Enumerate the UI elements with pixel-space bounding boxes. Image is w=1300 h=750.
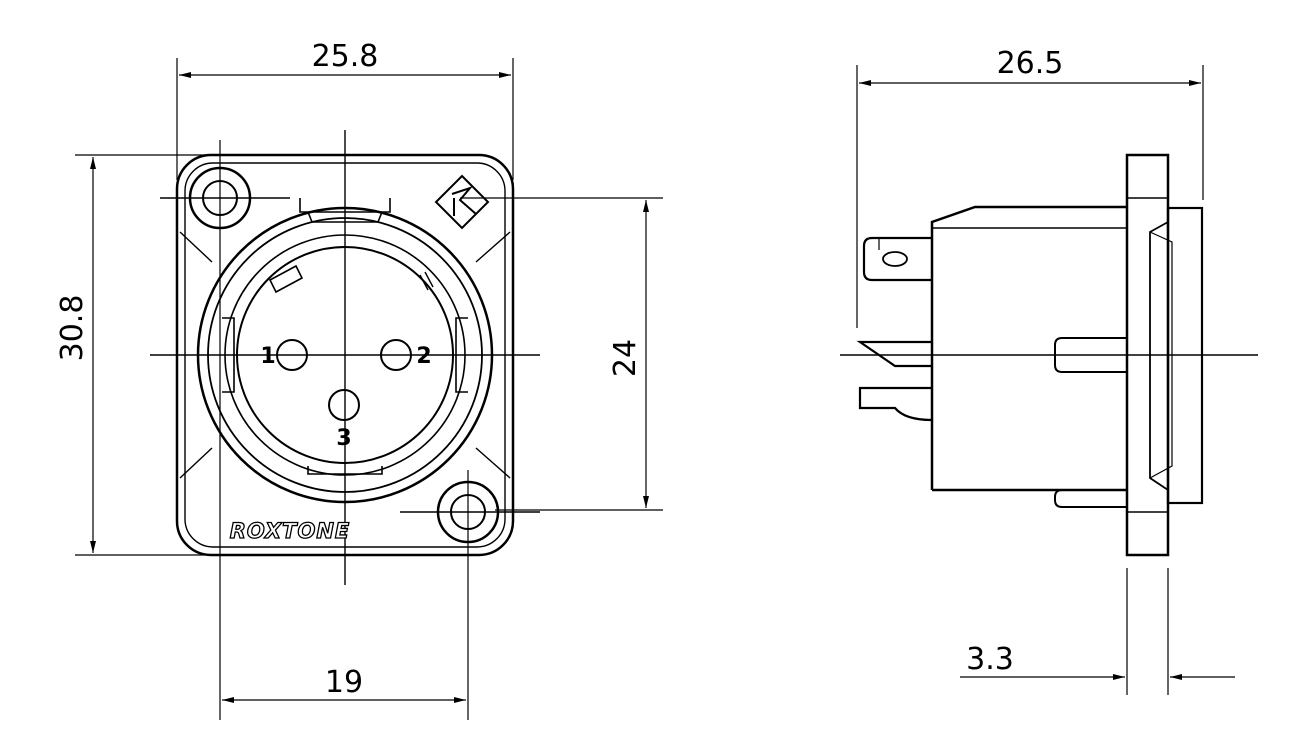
front-extension-lines bbox=[75, 58, 663, 720]
side-extension-lines bbox=[856, 65, 1204, 695]
hole-spacing-label: 19 bbox=[325, 665, 363, 700]
pin-1-label: 1 bbox=[260, 344, 275, 369]
front-width-label: 25.8 bbox=[312, 39, 379, 74]
side-depth-label: 26.5 bbox=[997, 46, 1064, 81]
pin-3: 3 bbox=[328, 389, 360, 451]
side-rods bbox=[1054, 337, 1127, 508]
front-center-lines bbox=[150, 130, 540, 585]
solder-tab bbox=[862, 236, 932, 282]
side-contacts bbox=[856, 340, 933, 422]
insert-height-label: 24 bbox=[608, 339, 643, 377]
flange-thickness-label: 3.3 bbox=[966, 642, 1014, 677]
front-dimension-lines bbox=[90, 72, 649, 703]
pin-2-label: 2 bbox=[416, 344, 431, 369]
side-body bbox=[930, 205, 1127, 492]
latch-icon bbox=[434, 174, 490, 230]
side-view: 26.5 3.3 bbox=[840, 46, 1258, 695]
front-height-label: 30.8 bbox=[55, 295, 90, 362]
brand-logo: ROXTONE bbox=[230, 519, 351, 543]
front-view: 25.8 30.8 24 19 bbox=[55, 39, 663, 720]
pin-3-label: 3 bbox=[336, 426, 351, 451]
